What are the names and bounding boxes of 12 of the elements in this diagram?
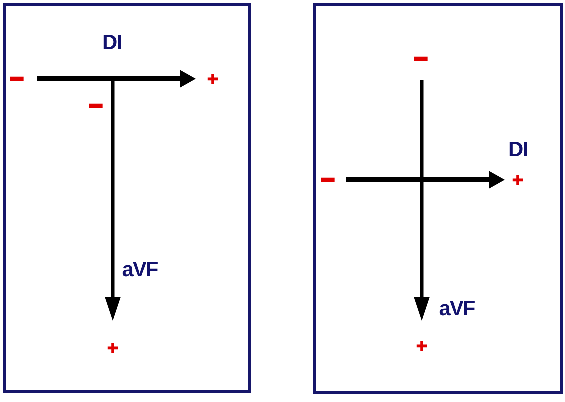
negative-pole-sign: − (321, 169, 335, 193)
lead-label: aVF (439, 298, 475, 320)
negative-pole-sign: − (414, 48, 428, 72)
lead-label: aVF (122, 260, 158, 280)
lead-label: DI (102, 32, 122, 54)
positive-pole-sign: + (207, 70, 219, 90)
lead-label: DI (508, 140, 528, 160)
positive-pole-sign: + (107, 340, 119, 358)
positive-pole-sign: + (512, 172, 524, 190)
positive-pole-sign: + (416, 338, 428, 356)
negative-pole-sign: − (10, 68, 24, 92)
negative-pole-sign: − (89, 95, 103, 119)
